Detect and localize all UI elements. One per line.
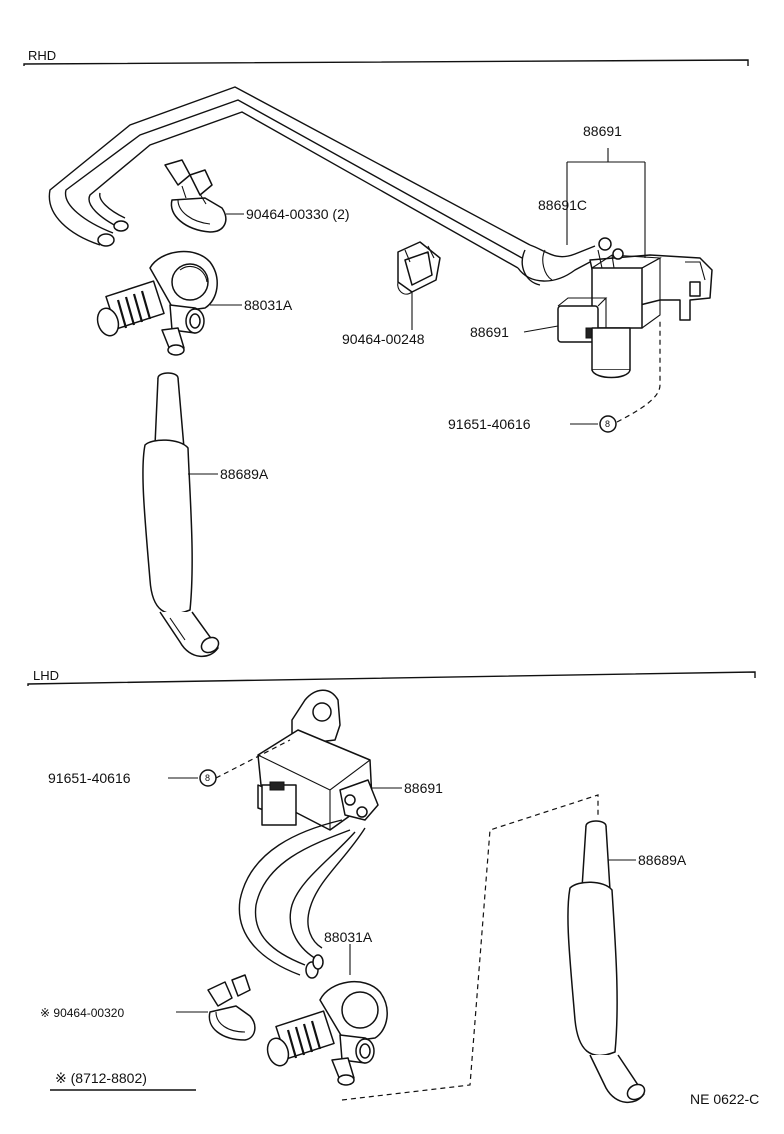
rhd-clip-90464-00330 bbox=[164, 159, 227, 233]
rhd-label-88691-top: 88691 bbox=[583, 123, 622, 139]
lhd-screw-dashed-line bbox=[215, 739, 291, 779]
rhd-label-88689a: 88689A bbox=[220, 466, 269, 482]
lhd-section: LHD 88691 91651-40616 8 bbox=[27, 668, 759, 1107]
lhd-section-bracket bbox=[27, 671, 756, 686]
rhd-label-88031a: 88031A bbox=[244, 297, 293, 313]
lhd-label-88691: 88691 bbox=[404, 780, 443, 796]
lhd-water-valve-88031a bbox=[266, 981, 388, 1086]
rhd-section: RHD 90464-00330 (2) bbox=[23, 48, 749, 657]
lhd-vacuum-hoses bbox=[238, 819, 366, 979]
rhd-circle-mark-text: 8 bbox=[605, 419, 610, 429]
rhd-label-88691-side: 88691 bbox=[470, 324, 509, 340]
lhd-label-91651-40616: 91651-40616 bbox=[48, 770, 131, 786]
rhd-label-90464-00248: 90464-00248 bbox=[342, 331, 425, 347]
rhd-heater-tube bbox=[48, 86, 596, 286]
rhd-screw-dashed-line bbox=[616, 320, 661, 423]
lhd-vsv-88691 bbox=[257, 689, 379, 831]
lhd-clip-90464-00320 bbox=[207, 974, 256, 1041]
lhd-label-88031a: 88031A bbox=[324, 929, 373, 945]
rhd-leader-88691-side bbox=[523, 325, 559, 333]
lhd-section-label: LHD bbox=[33, 668, 59, 683]
rhd-label-90464-00330: 90464-00330 (2) bbox=[246, 206, 350, 222]
rhd-label-91651-40616: 91651-40616 bbox=[448, 416, 531, 432]
rhd-water-valve-88031a bbox=[96, 250, 218, 356]
lhd-hose-88689a bbox=[567, 820, 646, 1103]
lhd-circle-mark bbox=[199, 769, 217, 787]
rhd-label-88691c: 88691C bbox=[538, 197, 587, 213]
lhd-label-88689a: 88689A bbox=[638, 852, 687, 868]
rhd-vsv-88691 bbox=[557, 237, 713, 379]
rhd-section-bracket bbox=[23, 59, 749, 66]
lhd-circle-mark-text: 8 bbox=[205, 773, 210, 783]
rhd-clip-90464-00248 bbox=[397, 241, 441, 295]
lhd-label-90464-00320: ※ 90464-00320 bbox=[40, 1006, 124, 1020]
rhd-circle-mark bbox=[599, 415, 617, 433]
lhd-hose-dashed-line bbox=[341, 794, 599, 1101]
rhd-section-label: RHD bbox=[28, 48, 56, 63]
diagram-code: NE 0622-C bbox=[690, 1091, 759, 1107]
footnote: ※ (8712-8802) bbox=[55, 1070, 147, 1086]
rhd-hose-88689a bbox=[142, 372, 220, 657]
